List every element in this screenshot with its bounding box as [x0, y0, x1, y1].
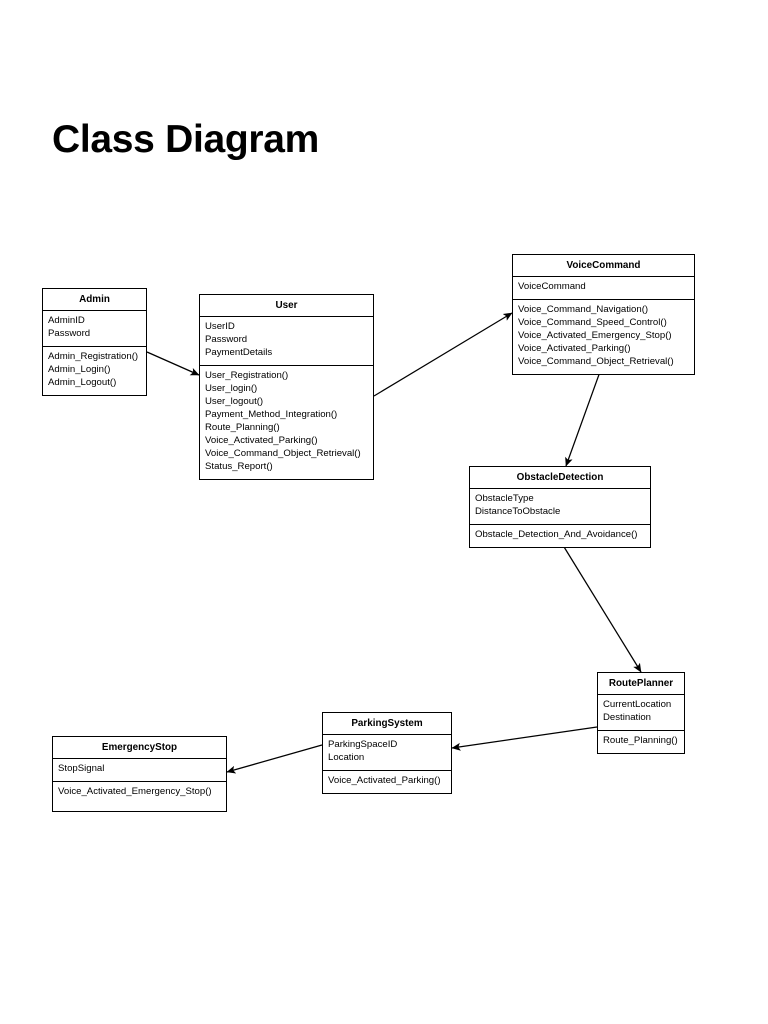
class-operations-voicecommand: Voice_Command_Navigation()Voice_Command_…: [513, 300, 694, 374]
operation-row: User_login(): [205, 383, 258, 395]
association-parkingsystem-to-emergencystop: [226, 744, 323, 774]
association-admin-to-user: [146, 351, 200, 376]
operation-row: Route_Planning(): [603, 735, 678, 747]
class-operations-user: User_Registration()User_login()User_logo…: [200, 366, 373, 479]
class-attributes-emergencystop: StopSignal: [53, 759, 226, 783]
attribute-row: Password: [48, 328, 91, 340]
class-attributes-voicecommand: VoiceCommand: [513, 277, 694, 301]
class-name-routeplanner: RoutePlanner: [598, 673, 684, 696]
operation-row: Admin_Login(): [48, 364, 111, 376]
attribute-row: UserID: [205, 321, 235, 333]
attribute-row: VoiceCommand: [518, 281, 586, 293]
attribute-row: DistanceToObstacle: [475, 506, 561, 518]
attribute-row: Destination: [603, 712, 651, 724]
class-operations-emergencystop: Voice_Activated_Emergency_Stop(): [53, 782, 226, 804]
association-obstacledetection-to-routeplanner: [560, 541, 642, 673]
operation-row: Status_Report(): [205, 460, 273, 472]
class-name-user: User: [200, 295, 373, 318]
operation-row: Admin_Registration(): [48, 351, 139, 363]
attribute-row: AdminID: [48, 315, 85, 327]
class-name-parkingsystem: ParkingSystem: [323, 713, 451, 736]
operation-row: Payment_Method_Integration(): [205, 408, 338, 420]
operation-row: Voice_Activated_Emergency_Stop(): [518, 330, 672, 342]
class-operations-obstacledetection: Obstacle_Detection_And_Avoidance(): [470, 525, 650, 547]
operation-row: Obstacle_Detection_And_Avoidance(): [475, 529, 638, 541]
operation-row: Voice_Activated_Parking(): [518, 343, 631, 355]
class-name-voicecommand: VoiceCommand: [513, 255, 694, 278]
operation-row: User_Registration(): [205, 370, 289, 382]
operation-row: Voice_Activated_Parking(): [205, 434, 318, 446]
class-name-admin: Admin: [43, 289, 146, 312]
operation-row: Voice_Command_Navigation(): [518, 304, 649, 316]
operation-row: Voice_Command_Object_Retrieval(): [518, 356, 674, 368]
attribute-row: StopSignal: [58, 763, 105, 775]
operation-row: Voice_Command_Object_Retrieval(): [205, 447, 361, 459]
attribute-row: CurrentLocation: [603, 699, 672, 711]
operation-row: Route_Planning(): [205, 421, 280, 433]
operation-row: User_logout(): [205, 396, 264, 408]
attribute-row: Location: [328, 752, 365, 764]
association-voicecommand-to-obstacledetection: [565, 368, 602, 467]
attribute-row: ParkingSpaceID: [328, 739, 398, 751]
class-operations-admin: Admin_Registration()Admin_Login()Admin_L…: [43, 347, 146, 395]
class-operations-parkingsystem: Voice_Activated_Parking(): [323, 771, 451, 793]
operation-row: Voice_Command_Speed_Control(): [518, 317, 667, 329]
operation-row: Voice_Activated_Parking(): [328, 775, 441, 787]
attribute-row: ObstacleType: [475, 493, 534, 505]
operation-row: Voice_Activated_Emergency_Stop(): [58, 786, 212, 798]
class-name-emergencystop: EmergencyStop: [53, 737, 226, 760]
page-title: Class Diagram: [52, 118, 320, 161]
association-user-to-voicecommand: [373, 312, 513, 397]
class-name-obstacledetection: ObstacleDetection: [470, 467, 650, 490]
class-operations-routeplanner: Route_Planning(): [598, 731, 684, 753]
operation-row: Admin_Logout(): [48, 377, 117, 389]
association-routeplanner-to-parkingsystem: [451, 726, 598, 751]
attribute-row: Password: [205, 334, 248, 346]
attribute-row: PaymentDetails: [205, 347, 273, 359]
